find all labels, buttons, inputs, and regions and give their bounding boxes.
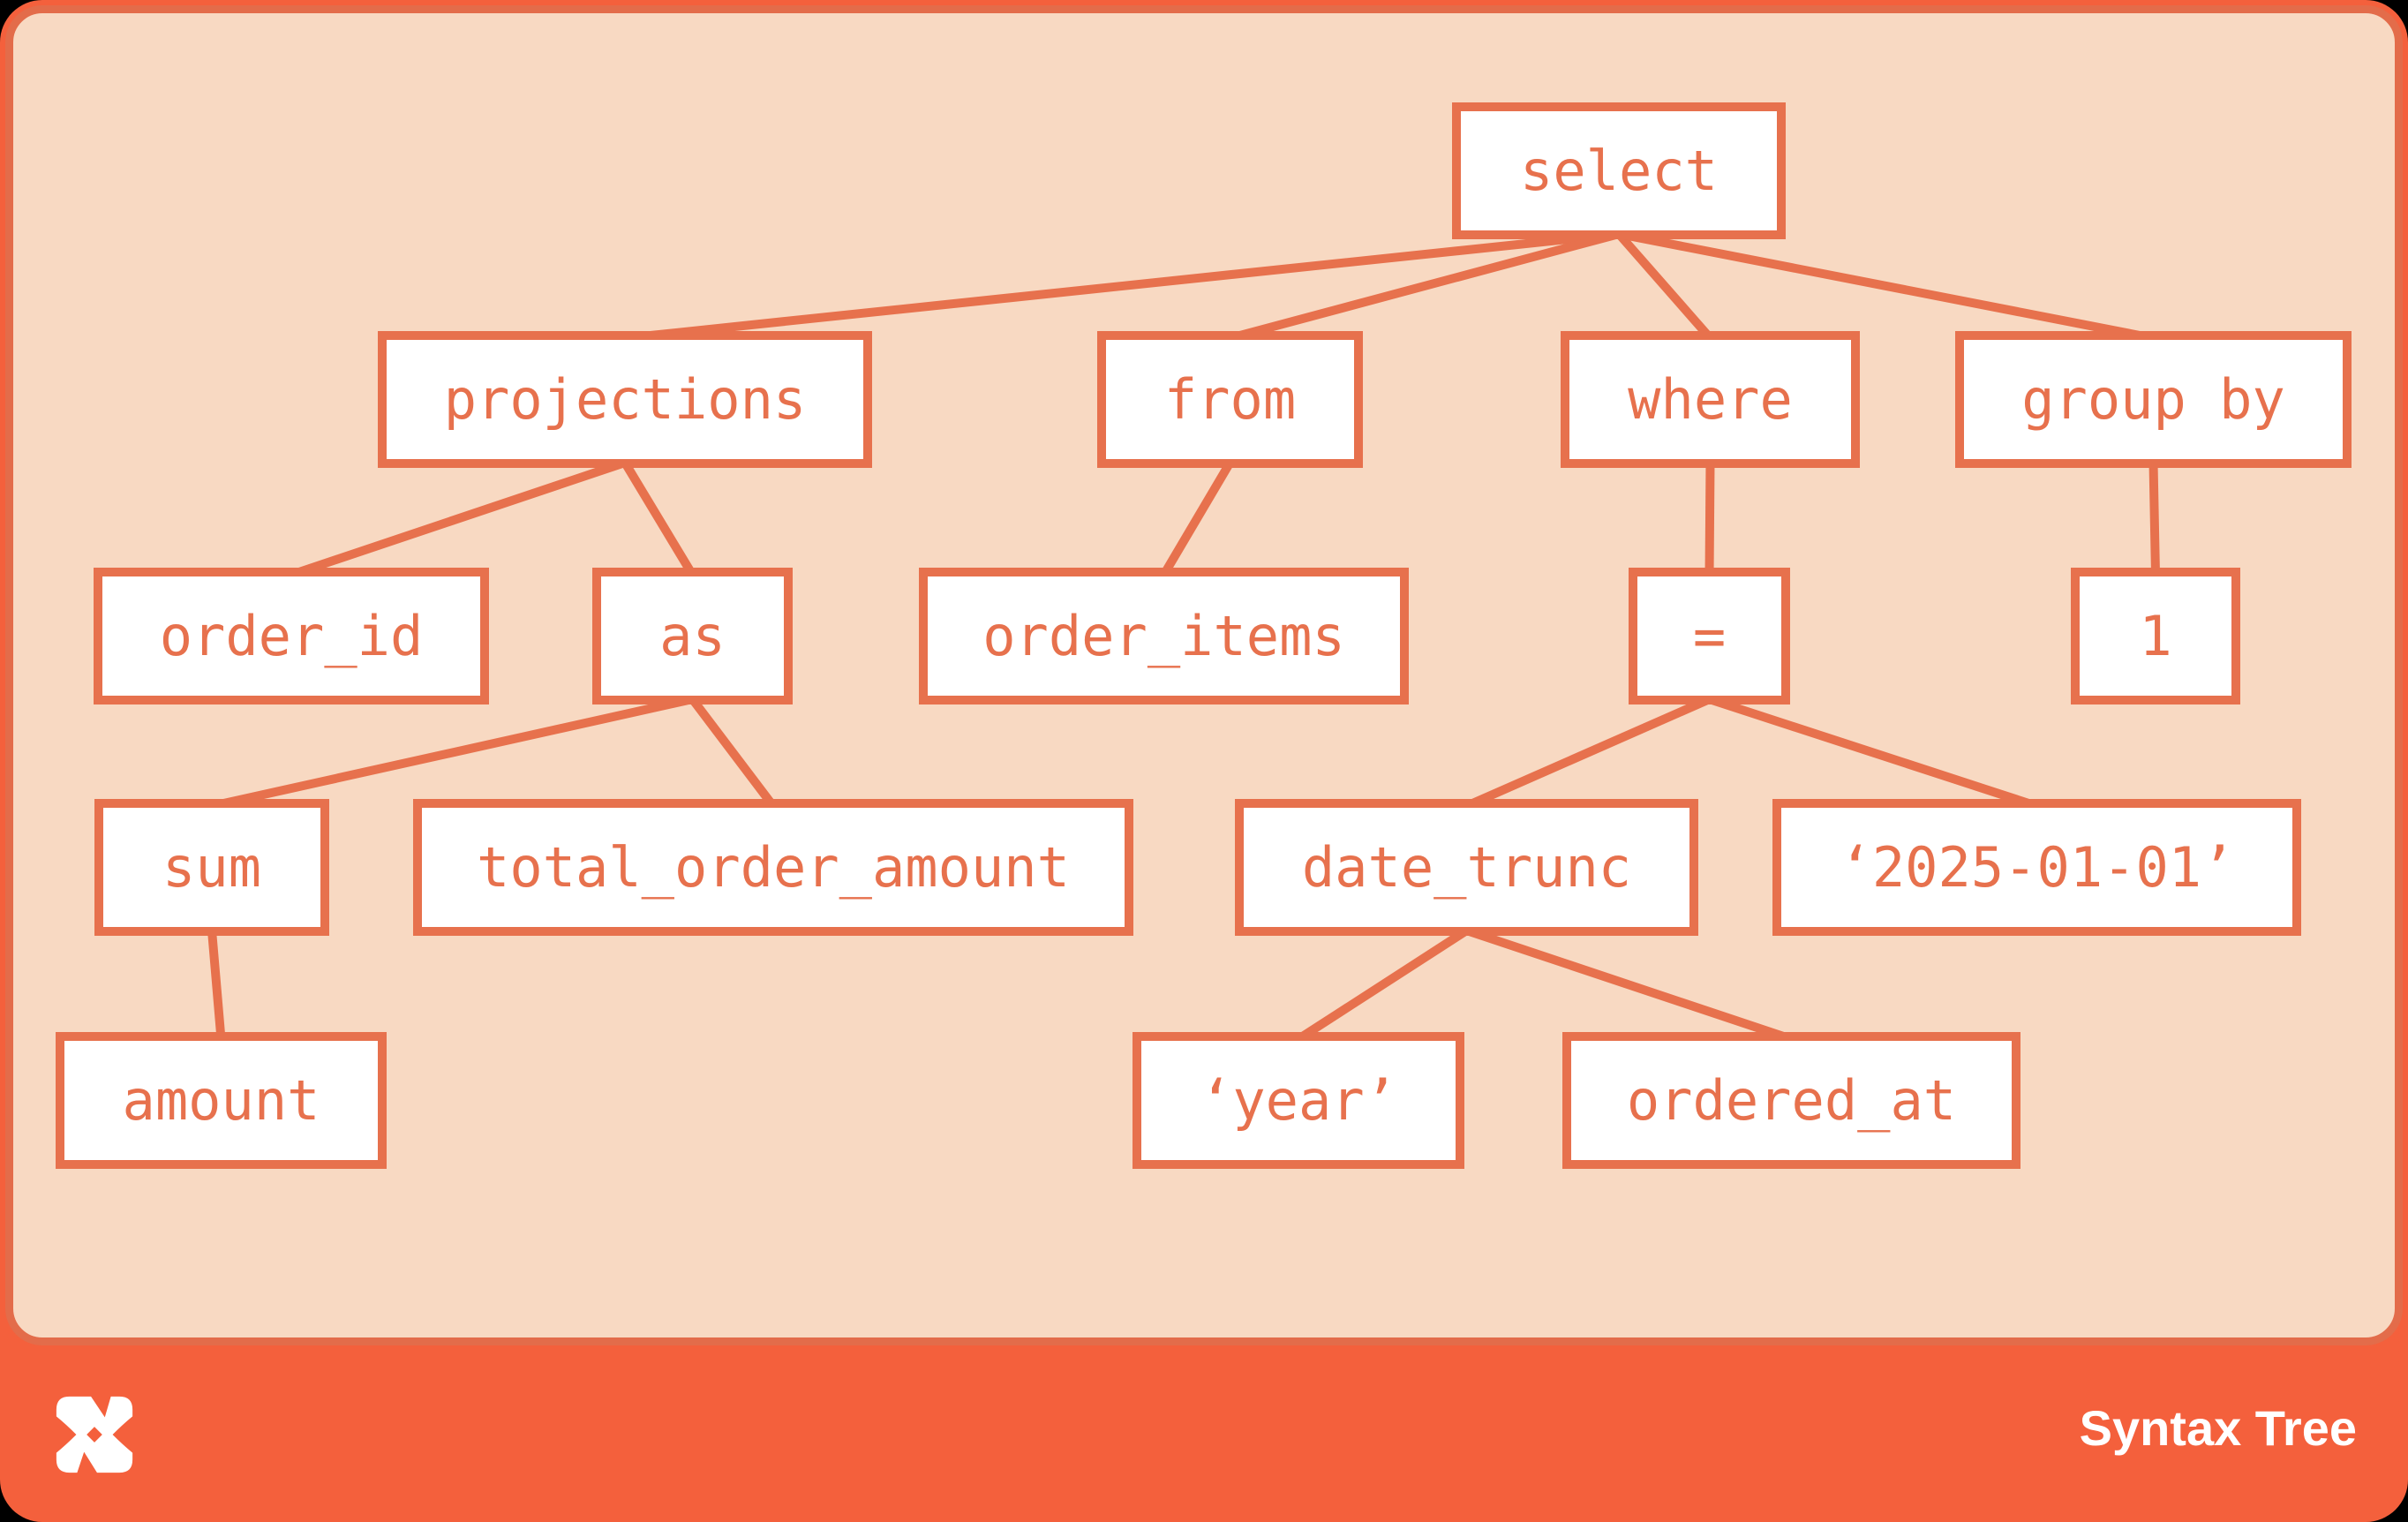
tree-node-amount: amount: [56, 1032, 387, 1169]
tree-edge-select-projections: [624, 230, 1620, 343]
brand-title: Syntax Tree: [2079, 1400, 2357, 1456]
tree-node-from: from: [1097, 331, 1363, 468]
tree-node-total-order-amount: total_order_amount: [413, 799, 1133, 936]
tree-edge-projections-order-id: [290, 458, 627, 579]
footer-bar: Syntax Tree: [0, 1345, 2408, 1522]
tree-node-year-literal: ‘year’: [1133, 1032, 1464, 1169]
tree-edge-projections-as: [621, 460, 696, 577]
tree-edge-equals-date-literal: [1707, 695, 2039, 810]
dbt-logo-icon: [56, 1396, 133, 1473]
tree-edge-as-sum: [210, 695, 694, 810]
tree-node-as: as: [592, 568, 793, 704]
tree-node-one: 1: [2071, 568, 2240, 704]
tree-node-select: select: [1452, 102, 1786, 239]
tree-node-date-literal: ‘2025-01-01’: [1772, 799, 2301, 936]
tree-node-group-by: group by: [1955, 331, 2352, 468]
tree-node-equals: =: [1629, 568, 1790, 704]
tree-edge-equals-date-trunc: [1464, 695, 1712, 810]
tree-edge-select-group-by: [1618, 230, 2155, 343]
tree-edge-date-trunc-year-literal: [1296, 926, 1470, 1044]
tree-node-date-trunc: date_trunc: [1235, 799, 1698, 936]
tree-node-sum: sum: [94, 799, 329, 936]
tree-node-ordered-at: ordered_at: [1562, 1032, 2020, 1169]
tree-node-where: where: [1561, 331, 1860, 468]
tree-node-projections: projections: [378, 331, 872, 468]
tree-edge-select-where: [1615, 230, 1714, 342]
tree-edge-from-order-items: [1160, 460, 1234, 577]
tree-edge-as-total-order-amount: [689, 696, 777, 810]
tree-edge-select-from: [1229, 230, 1621, 343]
tree-edge-group-by-one: [2148, 462, 2160, 576]
tree-node-order-items: order_items: [919, 568, 1409, 704]
tree-edge-where-equals: [1704, 462, 1715, 576]
tree-edge-date-trunc-ordered-at: [1464, 926, 1794, 1044]
tree-edge-sum-amount: [207, 930, 226, 1040]
tree-node-order-id: order_id: [94, 568, 489, 704]
